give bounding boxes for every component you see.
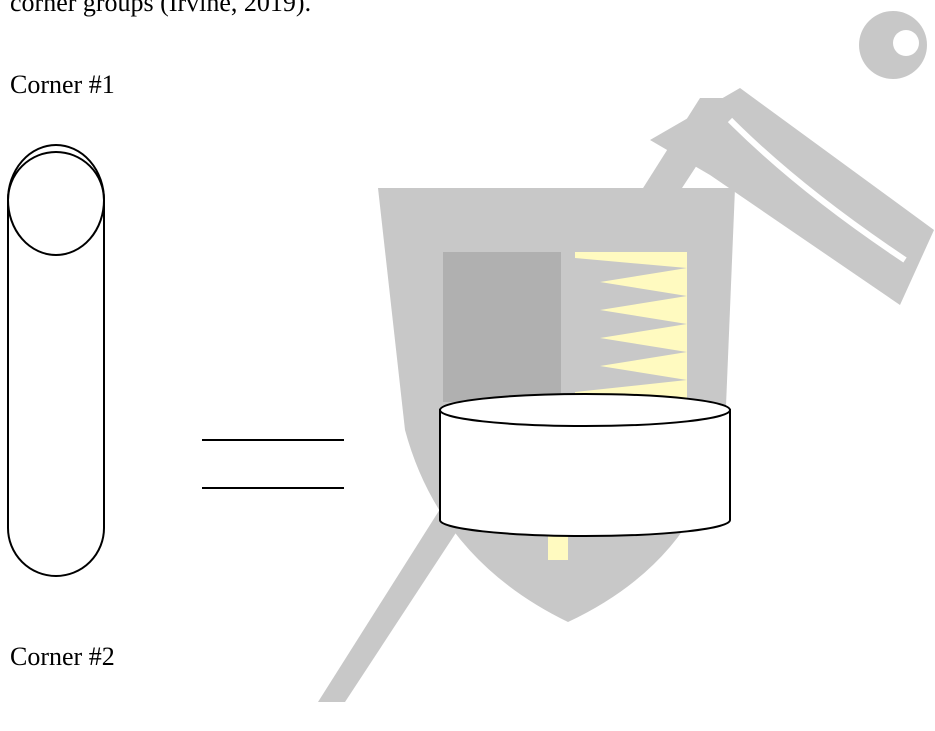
intro-text: corner groups (Irvine, 2019). [10, 0, 312, 17]
equals-sign [202, 439, 344, 489]
cylinder-shape [439, 393, 731, 537]
capsule-shape [7, 144, 105, 577]
corner1-label: Corner #1 [10, 70, 115, 99]
corner2-label: Corner #2 [10, 642, 115, 671]
